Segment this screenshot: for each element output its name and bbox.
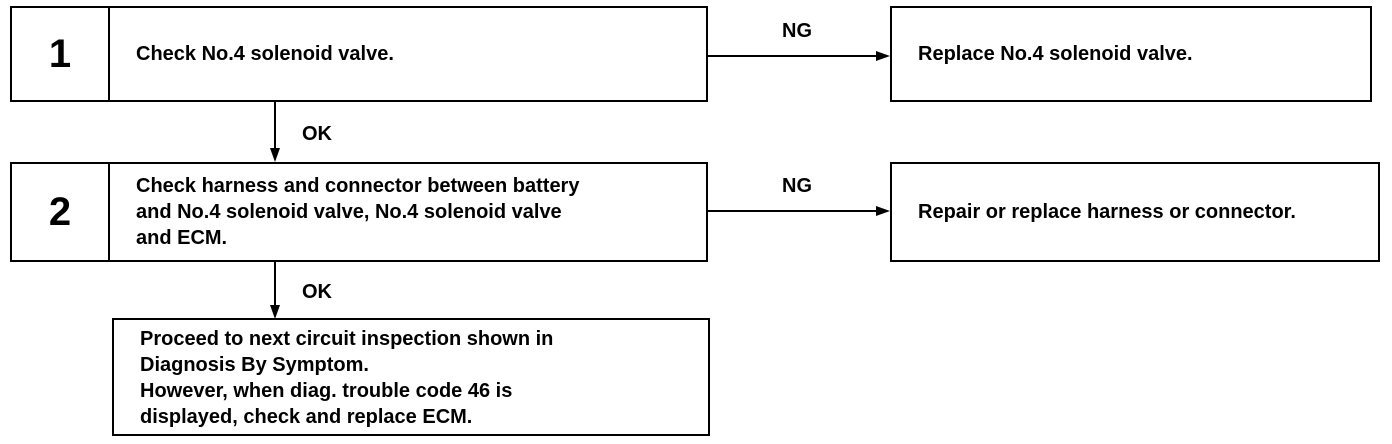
step-2-ok-connector xyxy=(274,262,276,307)
step-2-ng-label: NG xyxy=(782,175,812,197)
step-1-ng-arrowhead xyxy=(876,51,890,61)
final-instruction-box: Proceed to next circuit inspection shown… xyxy=(112,318,710,436)
step-2-text: Check harness and connector between batt… xyxy=(110,164,706,260)
step-1-ng-connector xyxy=(708,55,878,57)
step-2-ok-label: OK xyxy=(302,281,332,303)
step-2-ng-result-line: Repair or replace harness or connector. xyxy=(918,201,1296,223)
step-1-ng-result-line: Replace No.4 solenoid valve. xyxy=(918,43,1193,65)
step-1-number: 1 xyxy=(12,8,110,100)
step-1-ng-result-box: Replace No.4 solenoid valve. xyxy=(890,6,1372,102)
final-instruction-text: Proceed to next circuit inspection shown… xyxy=(114,320,708,434)
step-1-ok-arrowhead xyxy=(270,148,280,162)
step-1-ok-connector xyxy=(274,102,276,150)
final-line-1: Proceed to next circuit inspection shown… xyxy=(140,328,554,350)
step-1-ng-label: NG xyxy=(782,20,812,42)
step-2-ok-arrowhead xyxy=(270,305,280,319)
step-2-text-line-2: and No.4 solenoid valve, No.4 solenoid v… xyxy=(136,201,562,223)
step-2-ng-connector xyxy=(708,210,878,212)
step-2-ng-result-text: Repair or replace harness or connector. xyxy=(892,164,1378,260)
step-1-text-line: Check No.4 solenoid valve. xyxy=(136,43,394,65)
step-2-ng-result-box: Repair or replace harness or connector. xyxy=(890,162,1380,262)
step-1-text: Check No.4 solenoid valve. xyxy=(110,8,706,100)
final-line-3: However, when diag. trouble code 46 is xyxy=(140,380,513,402)
step-1-box: 1 Check No.4 solenoid valve. xyxy=(10,6,708,102)
step-2-text-line-3: and ECM. xyxy=(136,227,228,249)
step-1-ng-result-text: Replace No.4 solenoid valve. xyxy=(892,8,1370,100)
step-2-text-line-1: Check harness and connector between batt… xyxy=(136,175,580,197)
final-line-2: Diagnosis By Symptom. xyxy=(140,354,369,376)
final-line-4: displayed, check and replace ECM. xyxy=(140,406,473,428)
step-2-ng-arrowhead xyxy=(876,206,890,216)
step-1-ok-label: OK xyxy=(302,123,332,145)
step-2-number: 2 xyxy=(12,164,110,260)
step-2-box: 2 Check harness and connector between ba… xyxy=(10,162,708,262)
